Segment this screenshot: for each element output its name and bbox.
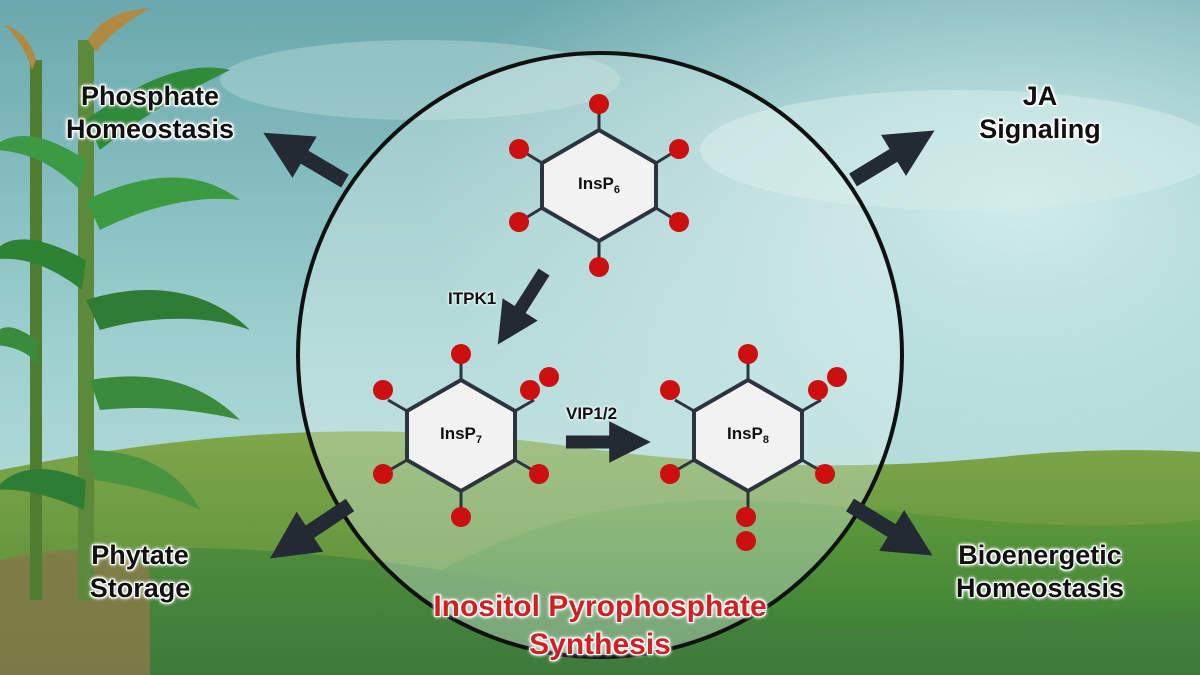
cloud [220, 40, 620, 120]
insp7-label: InsP7 [439, 424, 483, 446]
arrow-itpk1-reaction [497, 268, 550, 345]
phosphate-groups [509, 94, 689, 277]
insp6-molecule [509, 94, 689, 277]
corn-plant-illustration [0, 8, 250, 675]
arrow-to-phytate-storage [270, 498, 355, 559]
insp7-molecule [373, 344, 559, 527]
near-hill [0, 547, 1200, 675]
phosphate-groups [373, 344, 559, 527]
arrow-to-ja-signaling [849, 130, 935, 187]
arrow-to-bioenergetic-homeostasis [846, 498, 933, 556]
insp6-label: InsP6 [577, 174, 621, 196]
insp8-molecule [660, 344, 847, 551]
arrow-to-phosphate-homeostasis [263, 132, 349, 188]
vip12-label: VIP1/2 [566, 404, 618, 423]
itpk1-label: ITPK1 [448, 289, 497, 308]
synthesis-circle [296, 51, 904, 659]
insp8-label: InsP8 [726, 424, 770, 446]
cloud [700, 90, 1200, 210]
phosphate-groups [660, 344, 847, 551]
